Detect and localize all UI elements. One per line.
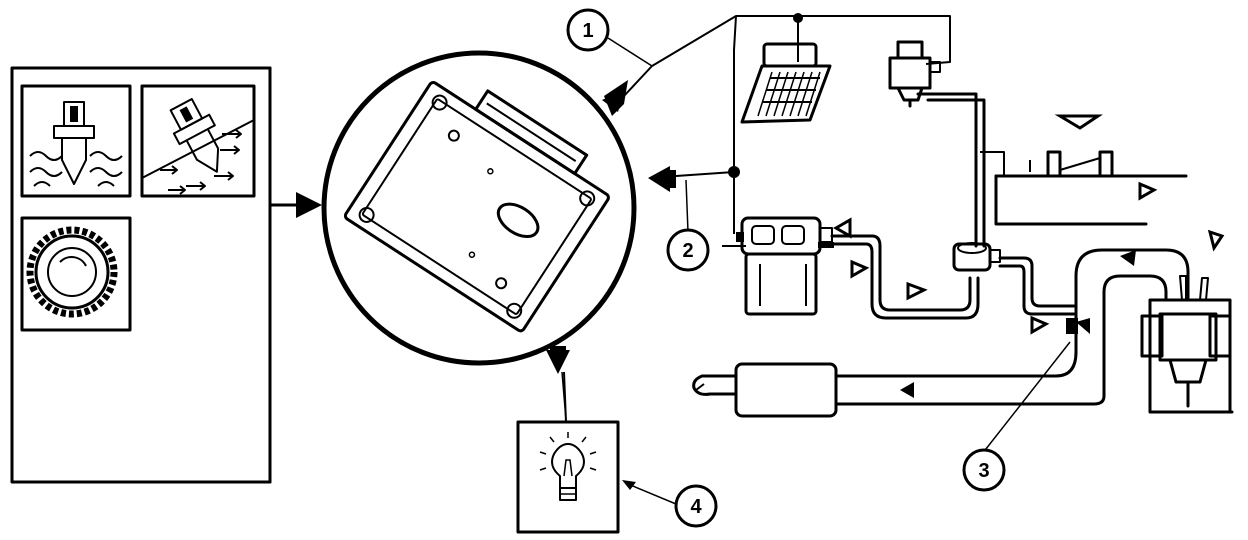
callout-4-label: 4: [690, 496, 702, 518]
callout-1-label: 1: [582, 20, 593, 42]
engine-cylinder: [1140, 275, 1234, 414]
sensor-panel: [10, 66, 272, 484]
ecu-input-arrows: [546, 80, 676, 374]
callout-3: 3: [962, 448, 1006, 492]
oxygen-sensor-icon: [1066, 318, 1078, 334]
purge-valve: [888, 40, 941, 108]
intake-manifold: [980, 150, 1188, 226]
charcoal-canister: [740, 42, 832, 124]
warning-lamp: [516, 371, 620, 534]
callout-4: 4: [674, 484, 718, 528]
callout-2: 2: [666, 228, 710, 272]
fuel-tank: [722, 216, 834, 316]
flow-arrows: [832, 114, 1225, 335]
fuel-system: [722, 40, 1225, 335]
intake-air-sensor-icon: [140, 84, 256, 198]
callout-3-label: 3: [978, 460, 989, 482]
callout-1: 1: [566, 8, 610, 52]
exhaust-system: [692, 248, 1190, 418]
coolant-temperature-sensor-icon: [20, 84, 132, 198]
pressure-regulator: [952, 242, 1001, 272]
arrow-sensor-to-ecu: [268, 192, 322, 218]
callout-2-label: 2: [682, 240, 693, 262]
crankshaft-sensor-icon: [20, 216, 132, 332]
engine-control-unit: [321, 50, 637, 366]
light-bulb-icon: [539, 432, 597, 501]
